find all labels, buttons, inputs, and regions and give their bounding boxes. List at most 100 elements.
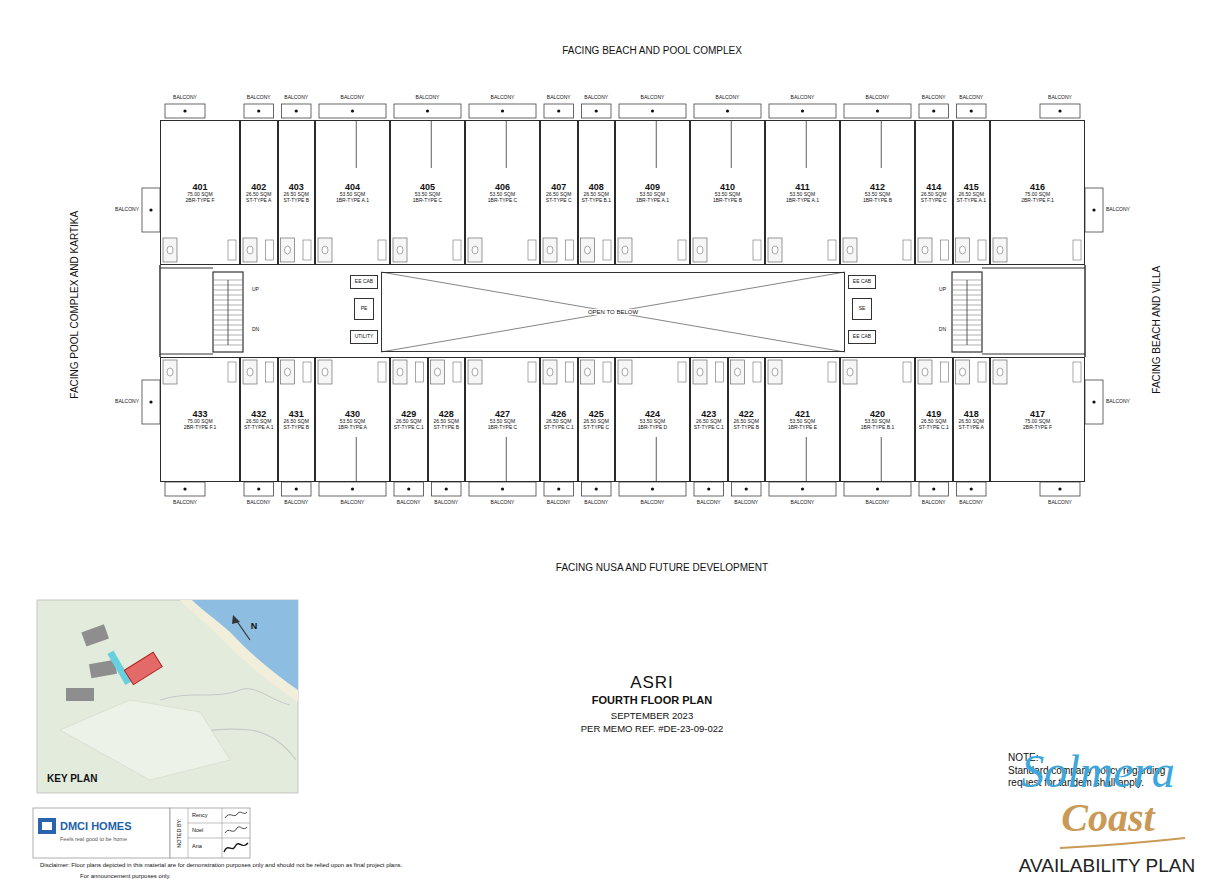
unit-number: 418 xyxy=(964,409,979,419)
lawn xyxy=(60,700,230,780)
toilet xyxy=(847,246,853,254)
stair-step xyxy=(953,315,981,316)
balcony-column xyxy=(970,109,973,112)
unit-type: 1BR-TYPE B.1 xyxy=(861,425,894,431)
unit-number: 416 xyxy=(1030,182,1045,192)
unit-number: 410 xyxy=(720,182,735,192)
balcony-label: BALCONY xyxy=(115,399,139,405)
balcony-column xyxy=(557,487,560,490)
balcony-label: BALCONY xyxy=(341,500,365,506)
building xyxy=(66,688,94,701)
balcony-label: BALCONY xyxy=(734,500,758,506)
balcony-column xyxy=(445,487,448,490)
signature xyxy=(225,827,247,833)
open-void: OPEN TO BELOW xyxy=(381,272,845,352)
balcony-column xyxy=(651,109,654,112)
unit-type: 1BR-TYPE B xyxy=(713,198,742,204)
balcony xyxy=(282,104,312,118)
balcony-label: BALCONY xyxy=(173,500,197,506)
kitchen-counter xyxy=(228,240,236,260)
stair-step xyxy=(953,320,981,321)
balcony xyxy=(469,482,536,496)
bathroom xyxy=(918,238,932,262)
unit-type: ST-TYPE B.1 xyxy=(581,198,611,204)
unit-type: ST-TYPE B xyxy=(283,425,309,431)
unit-type: ST-TYPE C xyxy=(921,198,947,204)
unit-room: 42226.50 SQMST-TYPE B xyxy=(728,357,766,482)
end-wall xyxy=(1084,265,1086,357)
toilet xyxy=(285,368,291,376)
bathroom xyxy=(843,238,857,262)
end-wall xyxy=(159,265,161,357)
balcony xyxy=(165,104,205,118)
balcony xyxy=(957,482,987,496)
unit-type: 1BR-TYPE B xyxy=(863,198,892,204)
bathroom xyxy=(993,238,1007,262)
balcony-column xyxy=(595,109,598,112)
approval-text: Noel xyxy=(192,827,203,833)
partition-wall xyxy=(881,120,882,168)
unit-type: ST-TYPE C xyxy=(546,198,572,204)
unit-number: 405 xyxy=(420,182,435,192)
bathroom xyxy=(768,360,782,384)
service-room: EE CAB xyxy=(350,275,378,289)
partition-wall xyxy=(731,120,732,168)
balcony xyxy=(1085,188,1103,232)
unit-type: 1BR-TYPE E xyxy=(788,425,817,431)
corridor-wall xyxy=(982,354,1085,355)
balcony-label: BALCONY xyxy=(791,95,815,101)
balcony xyxy=(769,482,836,496)
unit-number: 402 xyxy=(251,182,266,192)
balcony xyxy=(282,482,312,496)
unit-number: 427 xyxy=(495,409,510,419)
title-block xyxy=(33,808,1185,858)
balcony-label: BALCONY xyxy=(115,207,139,213)
unit-number: 401 xyxy=(192,182,207,192)
balcony xyxy=(732,482,762,496)
unit-type: ST-TYPE B xyxy=(283,198,309,204)
highlighted-building xyxy=(124,652,162,684)
kitchen-counter xyxy=(566,240,574,260)
stair-step xyxy=(214,335,242,336)
balcony xyxy=(844,482,911,496)
balcony xyxy=(244,104,274,118)
partition-wall xyxy=(881,437,882,482)
toilet xyxy=(697,368,703,376)
approval-text: NOTED BY: xyxy=(176,818,182,847)
bathroom xyxy=(993,360,1007,384)
balcony-label: BALCONY xyxy=(547,500,571,506)
building xyxy=(81,624,109,646)
balcony xyxy=(469,104,536,118)
unit-room: 40453.50 SQM1BR-TYPE A.1 xyxy=(315,120,390,265)
unit-room: 41526.50 SQMST-TYPE A.1 xyxy=(953,120,991,265)
balcony-label: BALCONY xyxy=(1048,500,1072,506)
balcony-label: BALCONY xyxy=(584,500,608,506)
unit-type: ST-TYPE B xyxy=(433,425,459,431)
balcony-label: BALCONY xyxy=(397,500,421,506)
kitchen-counter xyxy=(753,362,761,382)
toilet xyxy=(772,368,778,376)
partition-wall xyxy=(806,437,807,482)
unit-type: 2BR-TYPE F.1 xyxy=(1021,198,1054,204)
unit-room: 41775.00 SQM2BR-TYPE F xyxy=(990,357,1085,482)
unit-type: 2BR-TYPE F.1 xyxy=(184,425,217,431)
plan-subtitle: SEPTEMBER 2023 xyxy=(611,711,693,722)
balcony-label: BALCONY xyxy=(491,95,515,101)
key-plan-ground xyxy=(37,600,298,793)
stair-step xyxy=(953,335,981,336)
unit-type: ST-TYPE A.1 xyxy=(244,425,273,431)
balcony-label: BALCONY xyxy=(1106,207,1130,213)
balcony xyxy=(919,104,949,118)
brand-logo: Coast xyxy=(1061,795,1154,841)
bathroom xyxy=(393,360,407,384)
toilet xyxy=(322,246,328,254)
partition-wall xyxy=(506,437,507,482)
balcony-column xyxy=(426,109,429,112)
kitchen-counter xyxy=(1073,362,1081,382)
unit-type: 2BR-TYPE F xyxy=(186,198,215,204)
room-label: UTILITY xyxy=(355,334,374,340)
balcony-column xyxy=(970,487,973,490)
unit-number: 433 xyxy=(192,409,207,419)
kitchen-counter xyxy=(378,362,386,382)
